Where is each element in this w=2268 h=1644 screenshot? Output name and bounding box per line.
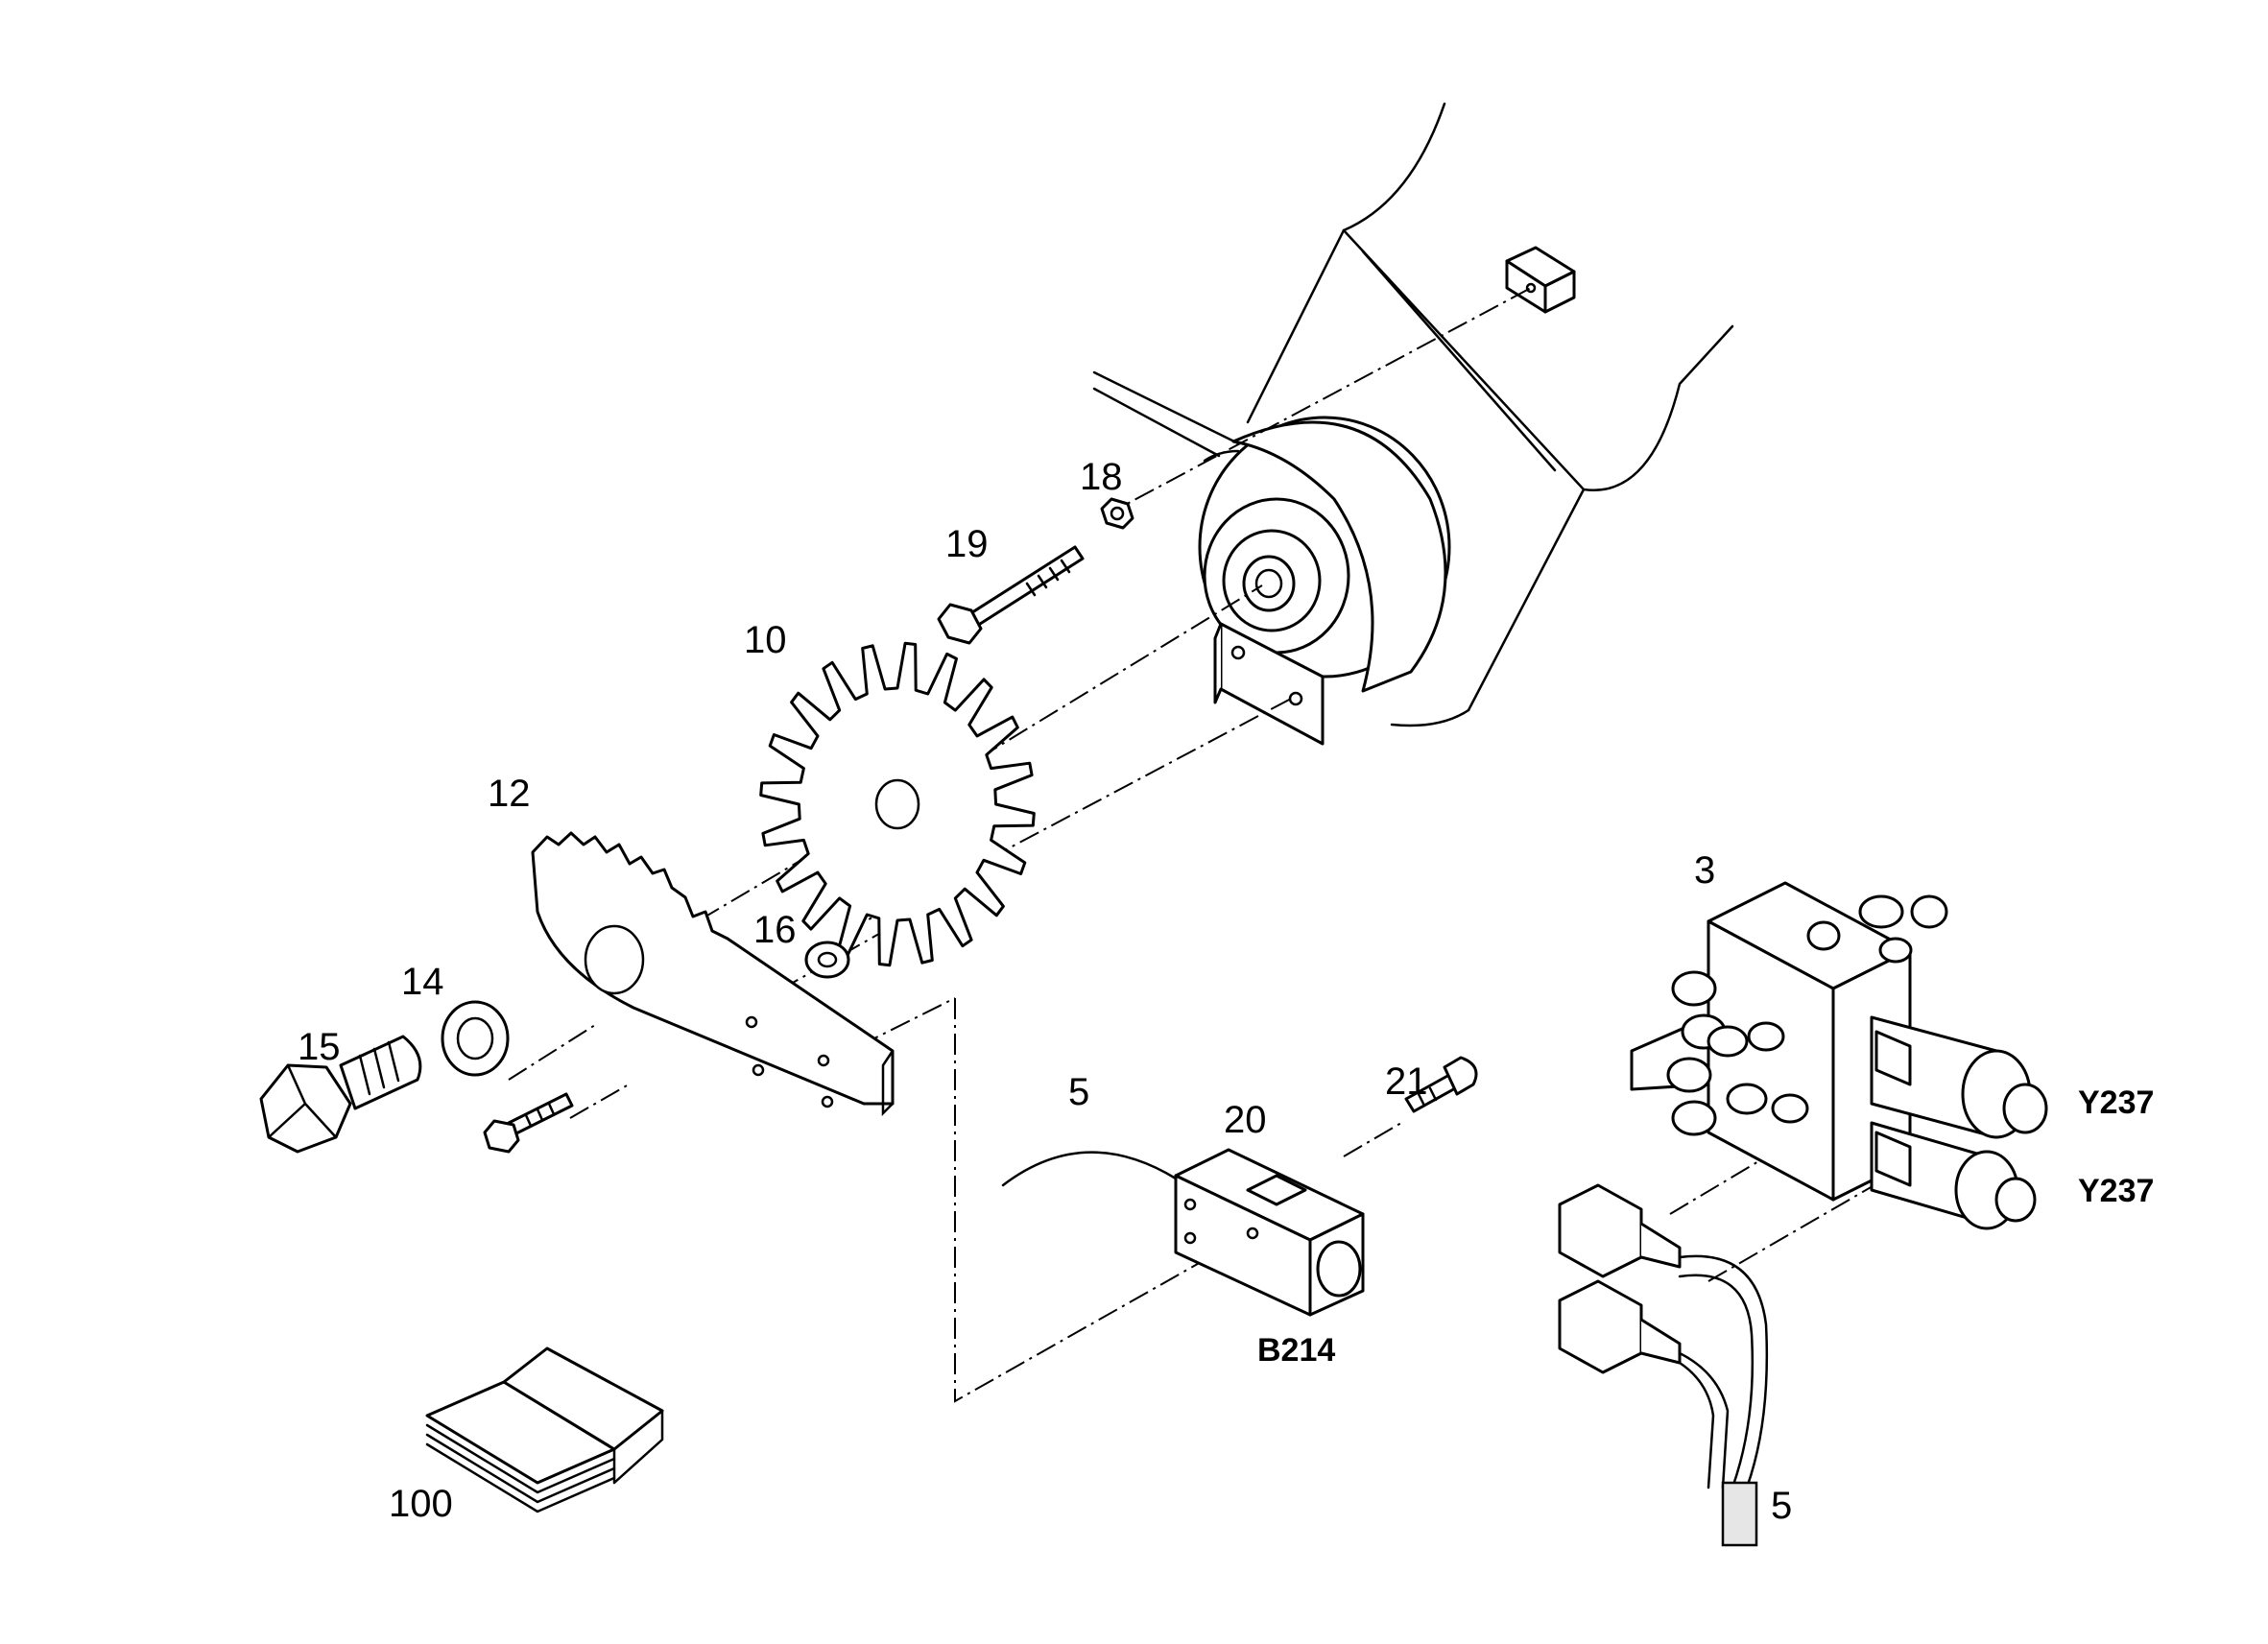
- callout-19: 19: [945, 523, 989, 565]
- valve-block-3: [1630, 881, 2048, 1230]
- toothed-wheel-10: [759, 641, 1036, 967]
- callout-14: 14: [401, 961, 444, 1003]
- callout-5-cable: 5: [1771, 1485, 1792, 1527]
- callout-21: 21: [1385, 1060, 1428, 1103]
- callout-12: 12: [488, 773, 531, 815]
- callout-15: 15: [298, 1026, 341, 1068]
- callout-20: 20: [1224, 1099, 1267, 1141]
- sensor-20: [1001, 1148, 1365, 1317]
- callout-5-sensor: 5: [1068, 1071, 1089, 1113]
- sensor-code-b214: B214: [1257, 1332, 1335, 1369]
- bracket-plate-12: [531, 831, 895, 1117]
- nut-18: [1100, 497, 1134, 530]
- screw-plate: [483, 1092, 574, 1154]
- callout-16: 16: [753, 909, 797, 951]
- manual-100: [425, 1346, 664, 1513]
- solenoid-code-bottom: Y237: [2078, 1173, 2154, 1209]
- callout-3: 3: [1694, 849, 1715, 892]
- callout-18: 18: [1080, 456, 1123, 498]
- callout-labels: 18 19 10 12 16 14 15 5 20 21 3 5 100 B21…: [298, 456, 2154, 1527]
- washer-16: [804, 941, 850, 979]
- bolt-19: [937, 545, 1085, 645]
- machine-arm: [1092, 102, 1734, 727]
- callout-10: 10: [744, 619, 787, 661]
- connector-cable-5: [1558, 1183, 1769, 1547]
- pivot-hub: [1198, 416, 1451, 693]
- screw-21: [1404, 1056, 1478, 1113]
- washer-14: [441, 1000, 510, 1077]
- square-nut-block: [1505, 246, 1576, 314]
- bolt-15: [259, 1035, 422, 1154]
- hub-bracket: [1213, 622, 1325, 746]
- solenoid-code-top: Y237: [2078, 1084, 2154, 1121]
- callout-100: 100: [389, 1483, 453, 1525]
